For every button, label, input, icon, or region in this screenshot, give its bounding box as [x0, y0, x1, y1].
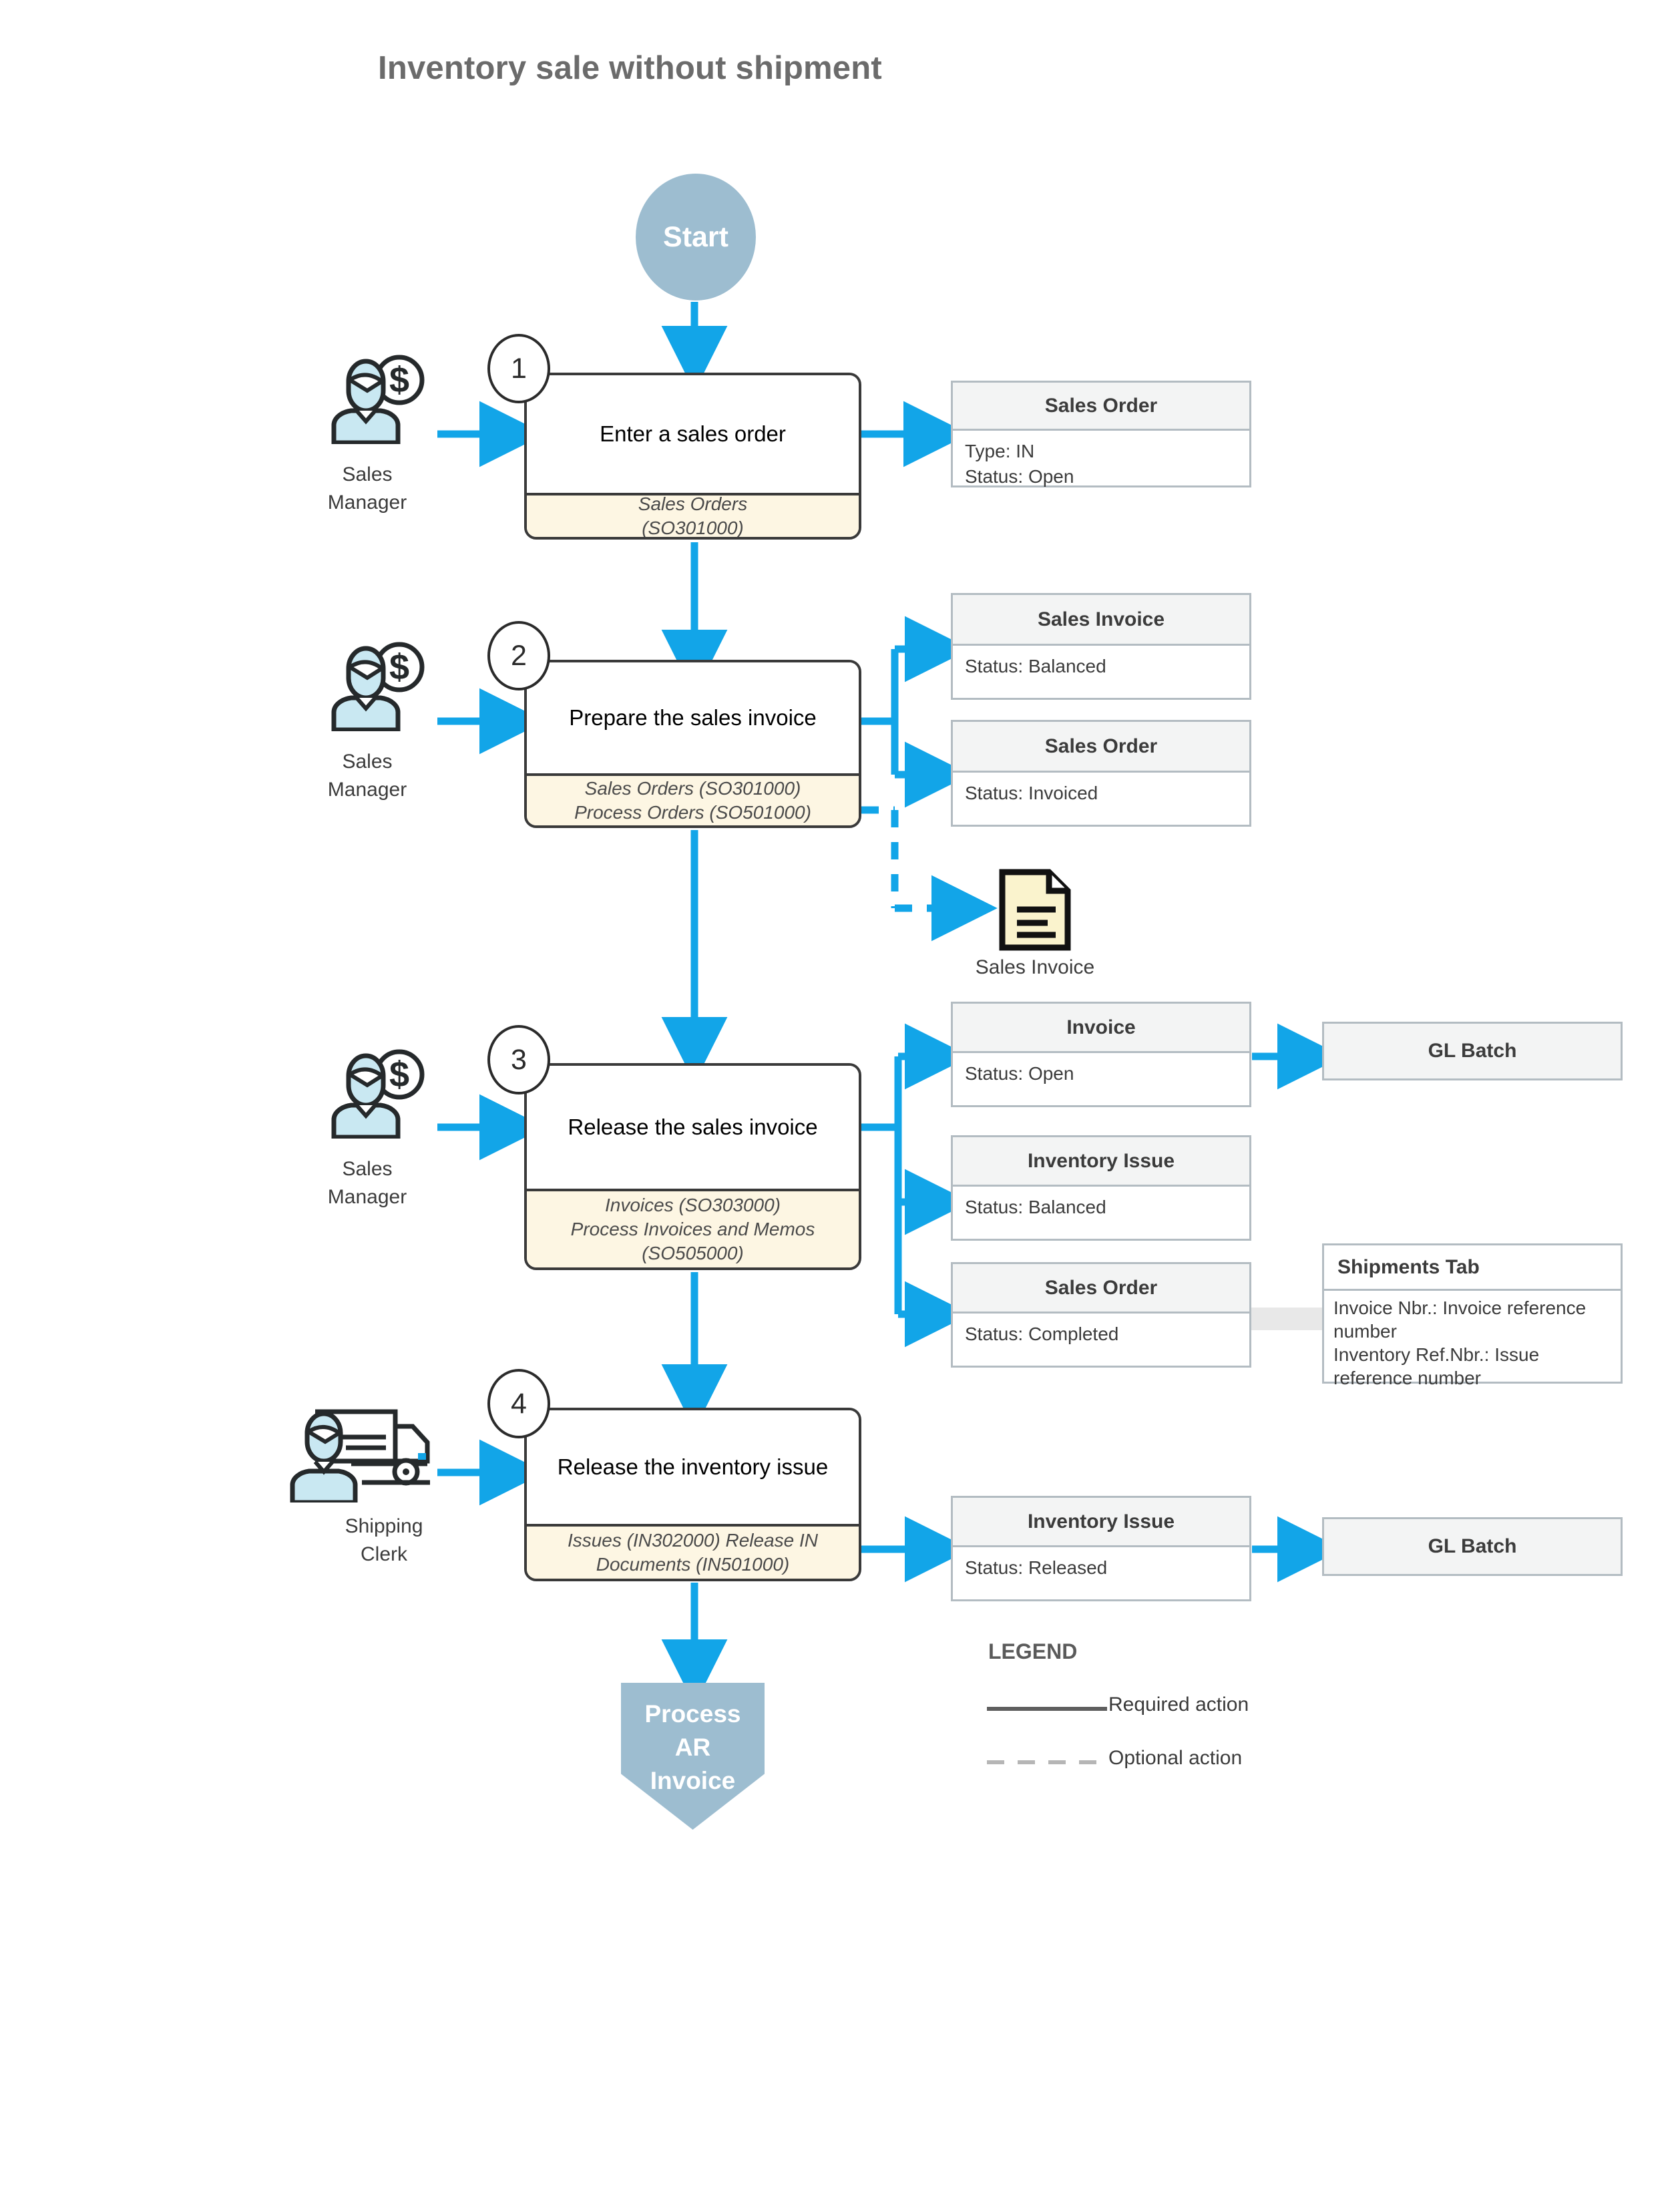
legend-required-line [987, 1707, 1107, 1711]
shipments-tab-connector [1250, 1308, 1330, 1330]
role-icon-sales-manager-2: $ [321, 638, 427, 735]
process-step-1-action: Enter a sales order [527, 375, 859, 493]
process-step-1-screens: Sales Orders (SO301000) [527, 493, 859, 537]
card-shipments-tab: Shipments Tab Invoice Nbr.: Invoice refe… [1322, 1243, 1623, 1388]
end-line-3: Invoice [650, 1767, 736, 1794]
card-title: Inventory Issue [953, 1498, 1249, 1547]
card-inventory-issue-released: Inventory Issue Status: Released [951, 1496, 1251, 1601]
end-node-process-ar-invoice: Process AR Invoice [621, 1683, 765, 1830]
step-badge-2: 2 [487, 621, 550, 690]
card-inventory-issue-balanced: Inventory Issue Status: Balanced [951, 1135, 1251, 1241]
role-label-sales-manager-2: Sales Manager [327, 751, 407, 801]
svg-text:$: $ [389, 360, 409, 400]
sales-person-dollar-icon: $ [331, 1049, 425, 1140]
sales-invoice-document-icon [999, 869, 1071, 951]
process-step-4[interactable]: Release the inventory issue Issues (IN30… [524, 1408, 861, 1581]
card-body: Status: Balanced [965, 656, 1106, 676]
svg-text:$: $ [389, 647, 409, 687]
role-label-sales-manager-3: Sales Manager [327, 1158, 407, 1208]
role-label-shipping-clerk: Shipping Clerk [345, 1515, 423, 1565]
shipping-person-truck-icon [290, 1409, 430, 1505]
process-step-3[interactable]: Release the sales invoice Invoices (SO30… [524, 1063, 861, 1270]
card-sales-order-invoiced: Sales Order Status: Invoiced [951, 720, 1251, 827]
card-sales-invoice-balanced: Sales Invoice Status: Balanced [951, 593, 1251, 700]
sales-person-dollar-icon: $ [331, 355, 425, 445]
step-badge-4: 4 [487, 1369, 550, 1438]
svg-text:$: $ [389, 1054, 409, 1094]
step-badge-1: 1 [487, 334, 550, 403]
card-gl-batch-1: GL Batch [1322, 1022, 1623, 1080]
card-title: Sales Order [953, 1264, 1249, 1314]
end-line-1: Process [644, 1700, 741, 1728]
process-step-2[interactable]: Prepare the sales invoice Sales Orders (… [524, 660, 861, 828]
card-title: Sales Order [953, 722, 1249, 773]
card-body: Type: IN Status: Open [965, 441, 1074, 487]
page-title: Inventory sale without shipment [378, 50, 882, 86]
card-title: Inventory Issue [953, 1137, 1249, 1187]
step-badge-3: 3 [487, 1025, 550, 1094]
process-step-4-action: Release the inventory issue [527, 1410, 859, 1524]
role-icon-shipping-clerk [287, 1402, 441, 1506]
start-label: Start [663, 220, 728, 253]
process-step-4-screens: Issues (IN302000) Release IN Documents (… [527, 1524, 859, 1579]
card-title: Invoice [953, 1004, 1249, 1053]
card-body: Status: Released [965, 1557, 1108, 1578]
legend-optional-line [987, 1760, 1107, 1764]
card-body: Status: Balanced [965, 1197, 1106, 1217]
process-step-3-action: Release the sales invoice [527, 1066, 859, 1189]
end-line-2: AR [674, 1734, 711, 1761]
sales-person-dollar-icon: $ [331, 642, 425, 733]
card-title: Sales Order [953, 383, 1249, 431]
legend-required-label: Required action [1108, 1693, 1249, 1716]
role-label-sales-manager-1: Sales Manager [327, 463, 407, 514]
card-sales-order-completed: Sales Order Status: Completed [951, 1262, 1251, 1368]
document-sales-invoice-label: Sales Invoice [975, 956, 1095, 978]
card-sales-order-open: Sales Order Type: IN Status: Open [951, 381, 1251, 487]
card-body: Status: Open [965, 1063, 1074, 1084]
process-step-2-screens: Sales Orders (SO301000) Process Orders (… [527, 773, 859, 825]
card-body: Invoice Nbr.: Invoice reference number I… [1333, 1297, 1587, 1388]
card-gl-batch-2: GL Batch [1322, 1517, 1623, 1576]
process-step-3-screens: Invoices (SO303000) Process Invoices and… [527, 1189, 859, 1267]
card-invoice-open: Invoice Status: Open [951, 1002, 1251, 1107]
process-step-1[interactable]: Enter a sales order Sales Orders (SO3010… [524, 373, 861, 540]
card-body: Status: Completed [965, 1324, 1119, 1344]
role-icon-sales-manager-1: $ [321, 351, 427, 447]
legend-optional-label: Optional action [1108, 1747, 1243, 1769]
legend-title: LEGEND [988, 1639, 1078, 1663]
start-node: Start [636, 174, 756, 300]
document-sales-invoice [998, 868, 1072, 955]
process-step-2-action: Prepare the sales invoice [527, 662, 859, 773]
card-title: Shipments Tab [1324, 1245, 1621, 1291]
card-title: Sales Invoice [953, 595, 1249, 646]
card-body: Status: Invoiced [965, 783, 1098, 803]
role-icon-sales-manager-3: $ [321, 1045, 427, 1142]
